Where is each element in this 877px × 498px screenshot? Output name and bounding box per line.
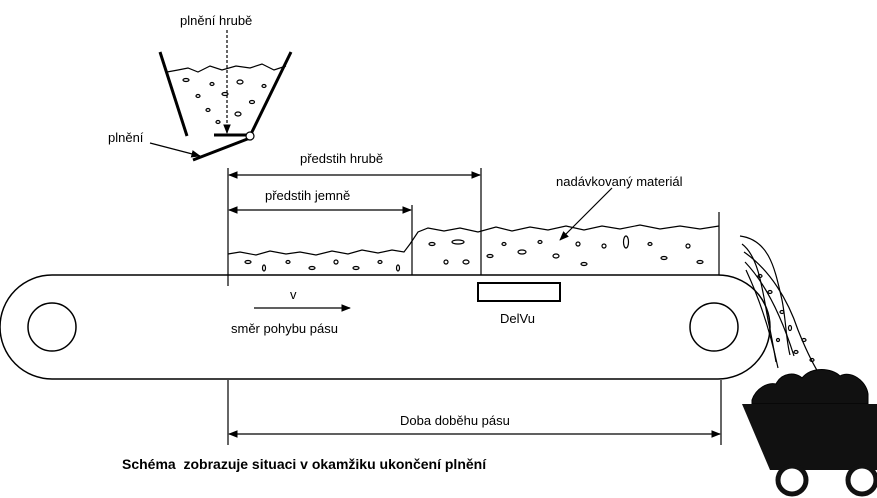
coarse-lead-label: předstih hrubě xyxy=(300,151,383,166)
left-roller xyxy=(27,302,77,352)
sensor-label: DelVu xyxy=(500,311,535,326)
diagram-caption: Schéma zobrazuje situaci v okamžiku ukon… xyxy=(122,456,487,472)
falling-material xyxy=(739,235,819,373)
runout-label: Doba doběhu pásu xyxy=(400,413,510,428)
speed-label: v xyxy=(290,287,297,302)
fine-gate xyxy=(192,136,251,162)
fine-lead-label: předstih jemně xyxy=(265,188,350,203)
hopper xyxy=(149,30,293,162)
hopper-material-surface xyxy=(166,63,287,73)
delvu-sensor xyxy=(477,282,561,302)
runout-dimension xyxy=(227,380,722,445)
cart-body xyxy=(742,404,877,470)
gate-pivot xyxy=(245,131,255,141)
filling-arrow xyxy=(149,142,201,158)
hopper-material-grains xyxy=(182,77,267,125)
conveyor-belt xyxy=(0,274,771,380)
filling-label: plnění xyxy=(108,130,144,145)
dosed-material-label: nadávkovaný materiál xyxy=(556,174,683,189)
belt-direction-label: směr pohybu pásu xyxy=(231,321,338,336)
belt-outline xyxy=(0,274,771,380)
lead-dimensions xyxy=(227,168,482,286)
belt-material xyxy=(227,187,720,275)
cart-wheel-right xyxy=(845,463,877,497)
right-roller xyxy=(689,302,739,352)
dosed-material-arrow xyxy=(559,187,613,241)
mine-cart xyxy=(742,369,877,497)
belt-material-grains xyxy=(244,235,704,272)
coarse-filling-label: plnění hrubě xyxy=(180,13,252,28)
cart-coal-pile xyxy=(751,369,869,405)
cart-wheel-left xyxy=(775,463,809,497)
